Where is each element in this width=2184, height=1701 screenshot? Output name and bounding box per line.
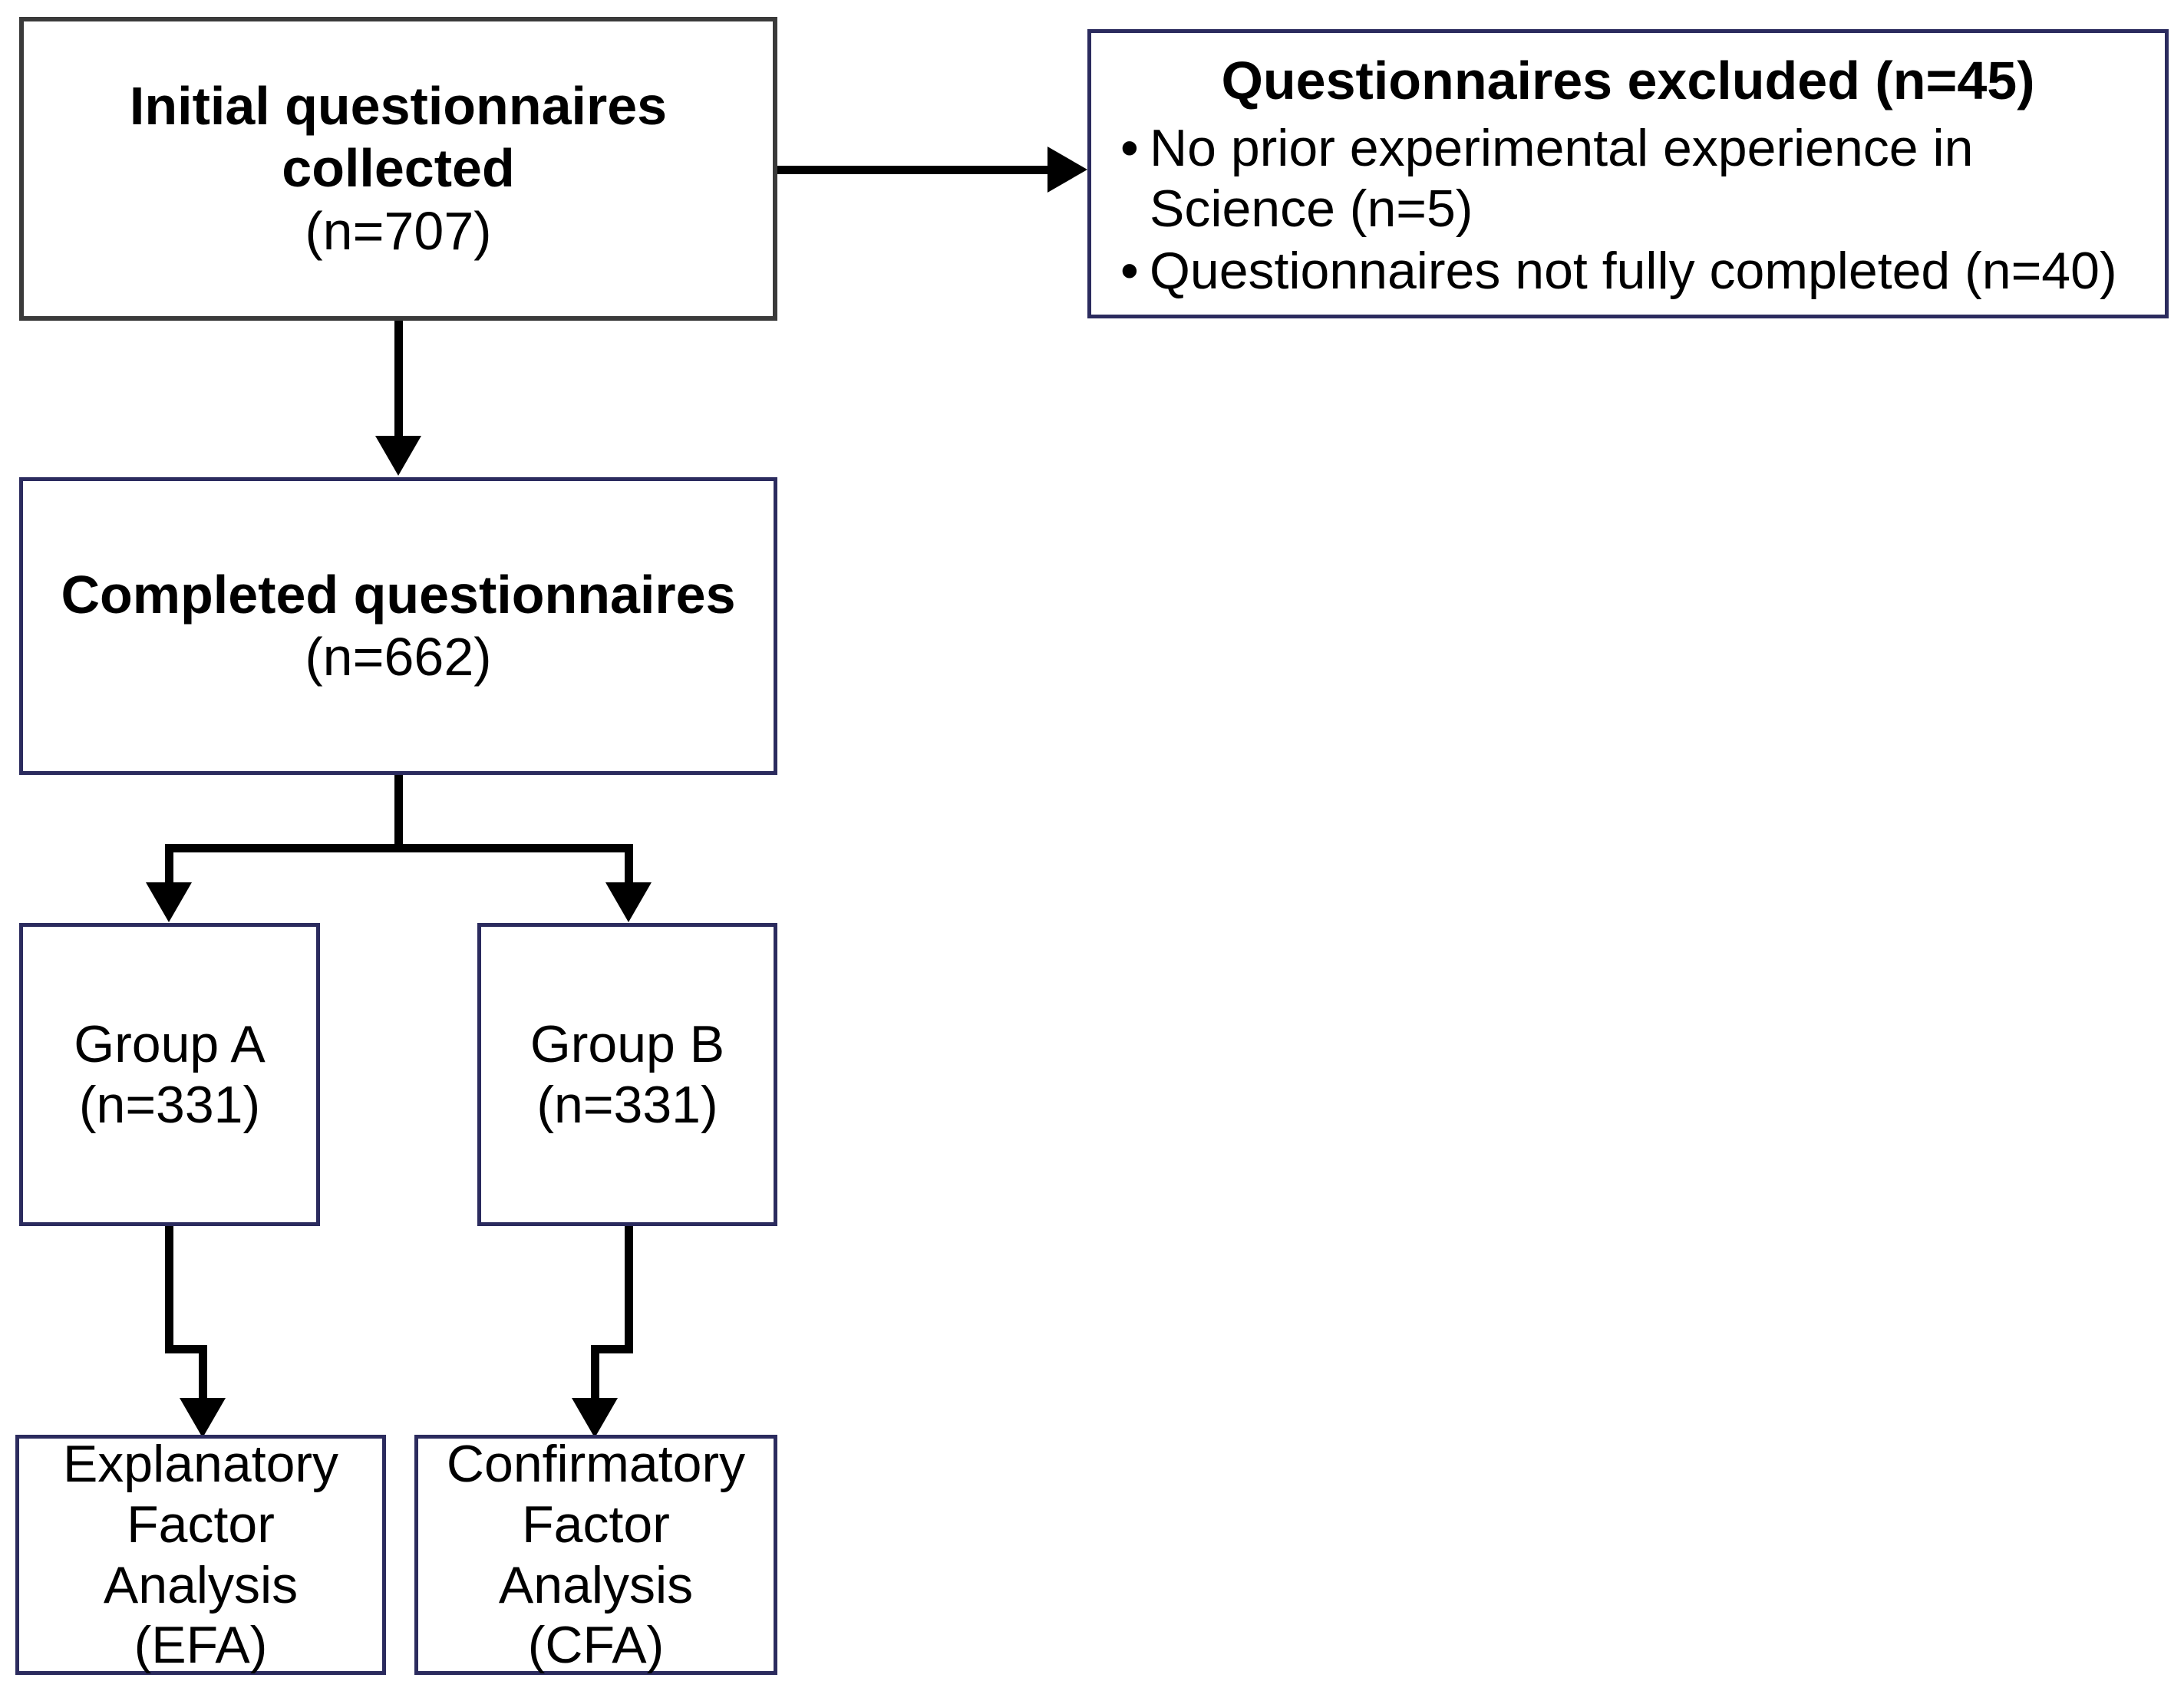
node-completed-line1: Completed questionnaires bbox=[61, 564, 736, 625]
node-confirmatory-factor-analysis: Confirmatory Factor Analysis (CFA) bbox=[414, 1435, 777, 1675]
node-initial-count: (n=707) bbox=[305, 200, 492, 261]
connector-group-a-to-efa-arrowhead bbox=[180, 1398, 226, 1438]
node-cfa-line3: Analysis bbox=[498, 1555, 694, 1614]
connector-split-left-arrowhead bbox=[146, 882, 192, 922]
connector-split-right-drop bbox=[625, 844, 633, 898]
connector-group-a-to-efa-lower bbox=[199, 1345, 207, 1418]
connector-initial-to-completed-line bbox=[394, 321, 403, 437]
node-excluded-bullet-1: No prior experimental experience in Scie… bbox=[1150, 119, 1974, 239]
node-group-a-count: (n=331) bbox=[78, 1075, 261, 1134]
connector-group-b-to-cfa-upper bbox=[625, 1226, 633, 1353]
list-item: • No prior experimental experience in Sc… bbox=[1120, 118, 2154, 239]
node-cfa-line2: Factor bbox=[522, 1495, 670, 1554]
node-efa-line1: Explanatory bbox=[62, 1434, 339, 1493]
connector-group-b-to-cfa-jog bbox=[591, 1345, 633, 1353]
node-group-b: Group B (n=331) bbox=[477, 923, 777, 1226]
node-group-b-label: Group B bbox=[530, 1014, 725, 1073]
node-initial-line1: Initial questionnaires bbox=[129, 76, 668, 137]
node-cfa-line1: Confirmatory bbox=[446, 1434, 746, 1493]
connector-split-crossbar bbox=[165, 844, 633, 852]
node-excluded-bullet-2: Questionnaires not fully completed (n=40… bbox=[1150, 241, 2117, 300]
node-excluded-bullet-list: • No prior experimental experience in Sc… bbox=[1091, 118, 2165, 303]
bullet-point-icon: • bbox=[1120, 119, 1139, 178]
node-questionnaires-excluded: Questionnaires excluded (n=45) • No prio… bbox=[1087, 29, 2169, 318]
connector-group-b-to-cfa-lower bbox=[591, 1345, 599, 1418]
bullet-point-icon: • bbox=[1120, 241, 1139, 300]
node-group-b-count: (n=331) bbox=[536, 1075, 718, 1134]
connector-initial-to-excluded-arrowhead bbox=[1047, 147, 1087, 193]
connector-split-left-drop bbox=[165, 844, 173, 898]
node-efa-abbreviation: (EFA) bbox=[134, 1616, 268, 1675]
node-explanatory-factor-analysis: Explanatory Factor Analysis (EFA) bbox=[15, 1435, 386, 1675]
node-group-a: Group A (n=331) bbox=[19, 923, 320, 1226]
connector-group-b-to-cfa-arrowhead bbox=[572, 1398, 618, 1438]
node-initial-questionnaires: Initial questionnaires collected (n=707) bbox=[19, 17, 777, 321]
node-efa-line3: Analysis bbox=[103, 1555, 299, 1614]
node-cfa-abbreviation: (CFA) bbox=[527, 1616, 665, 1675]
node-initial-line2: collected bbox=[282, 138, 515, 199]
connector-split-right-arrowhead bbox=[605, 882, 652, 922]
node-completed-count: (n=662) bbox=[305, 627, 492, 687]
node-efa-line2: Factor bbox=[127, 1495, 275, 1554]
list-item: • Questionnaires not fully completed (n=… bbox=[1120, 241, 2154, 302]
connector-initial-to-completed-arrowhead bbox=[375, 436, 421, 476]
connector-initial-to-excluded-line bbox=[777, 166, 1054, 174]
connector-group-a-to-efa-upper bbox=[165, 1226, 173, 1353]
node-excluded-heading: Questionnaires excluded (n=45) bbox=[1221, 51, 2035, 110]
node-completed-questionnaires: Completed questionnaires (n=662) bbox=[19, 477, 777, 775]
connector-split-stem bbox=[394, 775, 403, 852]
connector-group-a-to-efa-jog bbox=[165, 1345, 207, 1353]
node-group-a-label: Group A bbox=[74, 1014, 266, 1073]
